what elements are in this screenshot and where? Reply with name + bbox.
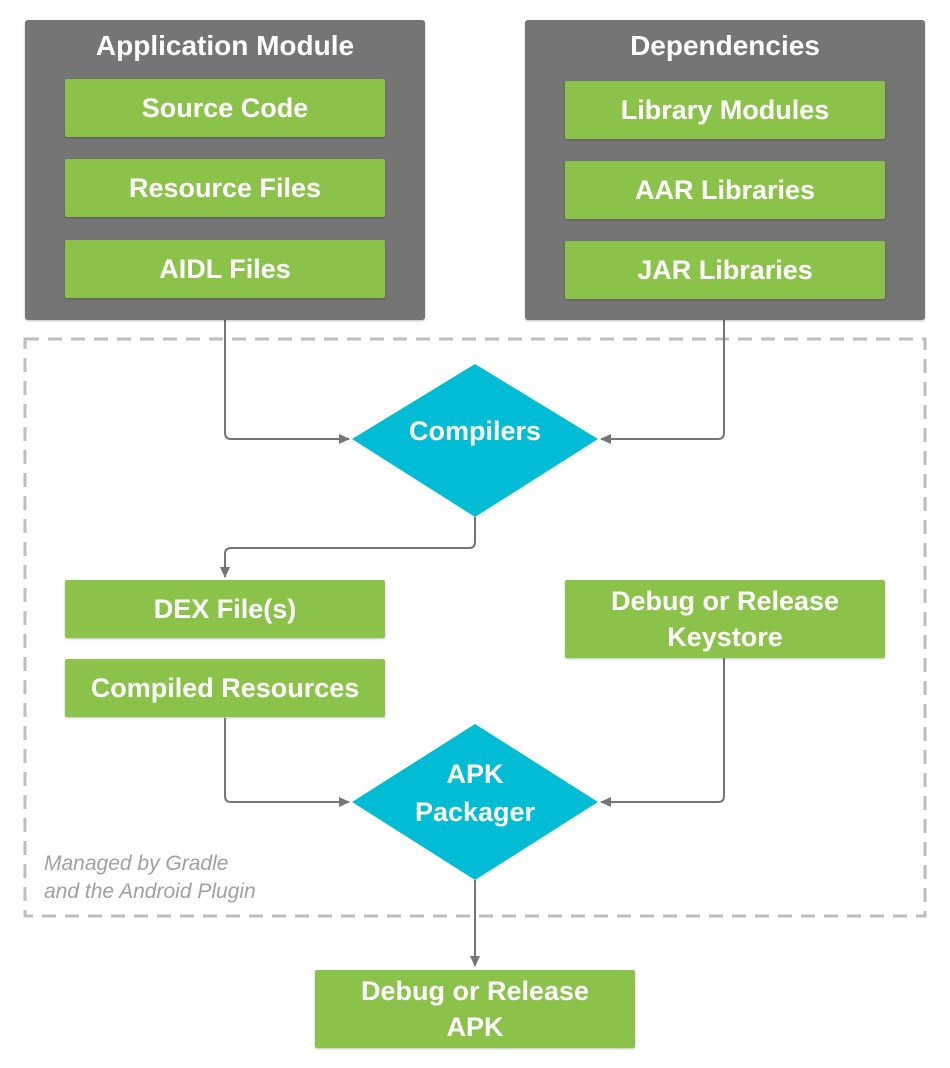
resource-files-box: Resource Files <box>65 159 385 217</box>
dependencies-title: Dependencies <box>630 30 820 61</box>
packager-label-line1: APK <box>446 759 504 789</box>
dex-files-box: DEX File(s) <box>65 580 385 638</box>
compilers-diamond <box>352 364 598 517</box>
keystore-label-line2: Keystore <box>667 622 783 652</box>
packager-label: APK Packager <box>352 755 598 831</box>
library-modules-label: Library Modules <box>620 95 830 125</box>
connector-app-module-to-compilers <box>224 320 350 444</box>
connector-compiled-resources-to-packager <box>224 718 350 807</box>
resource-files-label: Resource Files <box>128 173 322 203</box>
keystore-box: Debug or Release Keystore <box>565 580 885 658</box>
aar-libraries-label: AAR Libraries <box>634 175 816 205</box>
aidl-files-label: AIDL Files <box>159 254 291 284</box>
aar-libraries-box: AAR Libraries <box>565 161 885 219</box>
managed-region-border <box>23 337 927 918</box>
keystore-label-line1: Debug or Release <box>610 586 840 616</box>
managed-by-note: Managed by Gradle and the Android Plugin <box>44 850 256 906</box>
library-modules-box: Library Modules <box>565 81 885 139</box>
source-code-box: Source Code <box>65 79 385 137</box>
connector-compilers-to-dex <box>220 517 476 578</box>
compiled-resources-box: Compiled Resources <box>65 659 385 717</box>
managed-by-note-line2: and the Android Plugin <box>44 880 256 903</box>
jar-libraries-box: JAR Libraries <box>565 241 885 299</box>
final-apk-box: Debug or Release APK <box>315 970 635 1048</box>
dex-files-label: DEX File(s) <box>153 594 297 624</box>
connector-dependencies-to-compilers <box>600 320 725 444</box>
compilers-label: Compilers <box>408 416 542 446</box>
application-module-title: Application Module <box>95 30 355 61</box>
jar-libraries-label: JAR Libraries <box>637 255 813 285</box>
final-apk-label-line1: Debug or Release <box>360 976 590 1006</box>
connector-keystore-to-packager <box>600 658 725 807</box>
managed-by-note-line1: Managed by Gradle <box>44 852 229 875</box>
final-apk-label-line2: APK <box>446 1012 504 1042</box>
aidl-files-box: AIDL Files <box>65 240 385 298</box>
source-code-label: Source Code <box>141 93 309 123</box>
compiled-resources-label: Compiled Resources <box>90 673 360 703</box>
packager-diamond <box>352 724 598 880</box>
packager-label-line2: Packager <box>414 797 536 827</box>
